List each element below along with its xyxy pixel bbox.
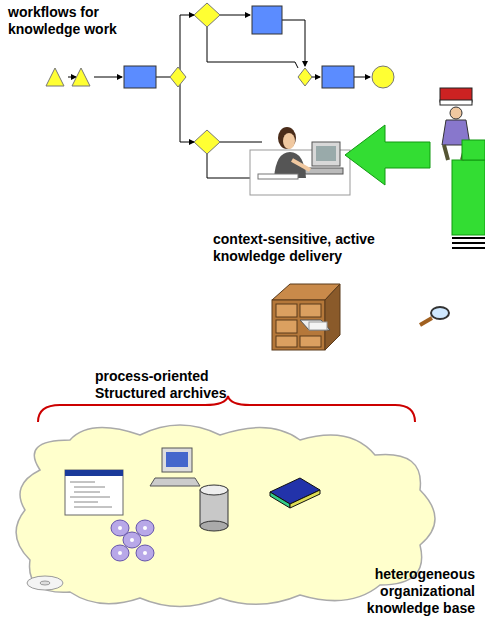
caption-label: process-oriented Structured archives	[95, 368, 255, 402]
caption-label: workflows for knowledge work	[8, 4, 133, 38]
caption-label: context-sensitive, active knowledge deli…	[213, 231, 413, 265]
caption-label: heterogeneous organizational knowledge b…	[345, 566, 475, 617]
